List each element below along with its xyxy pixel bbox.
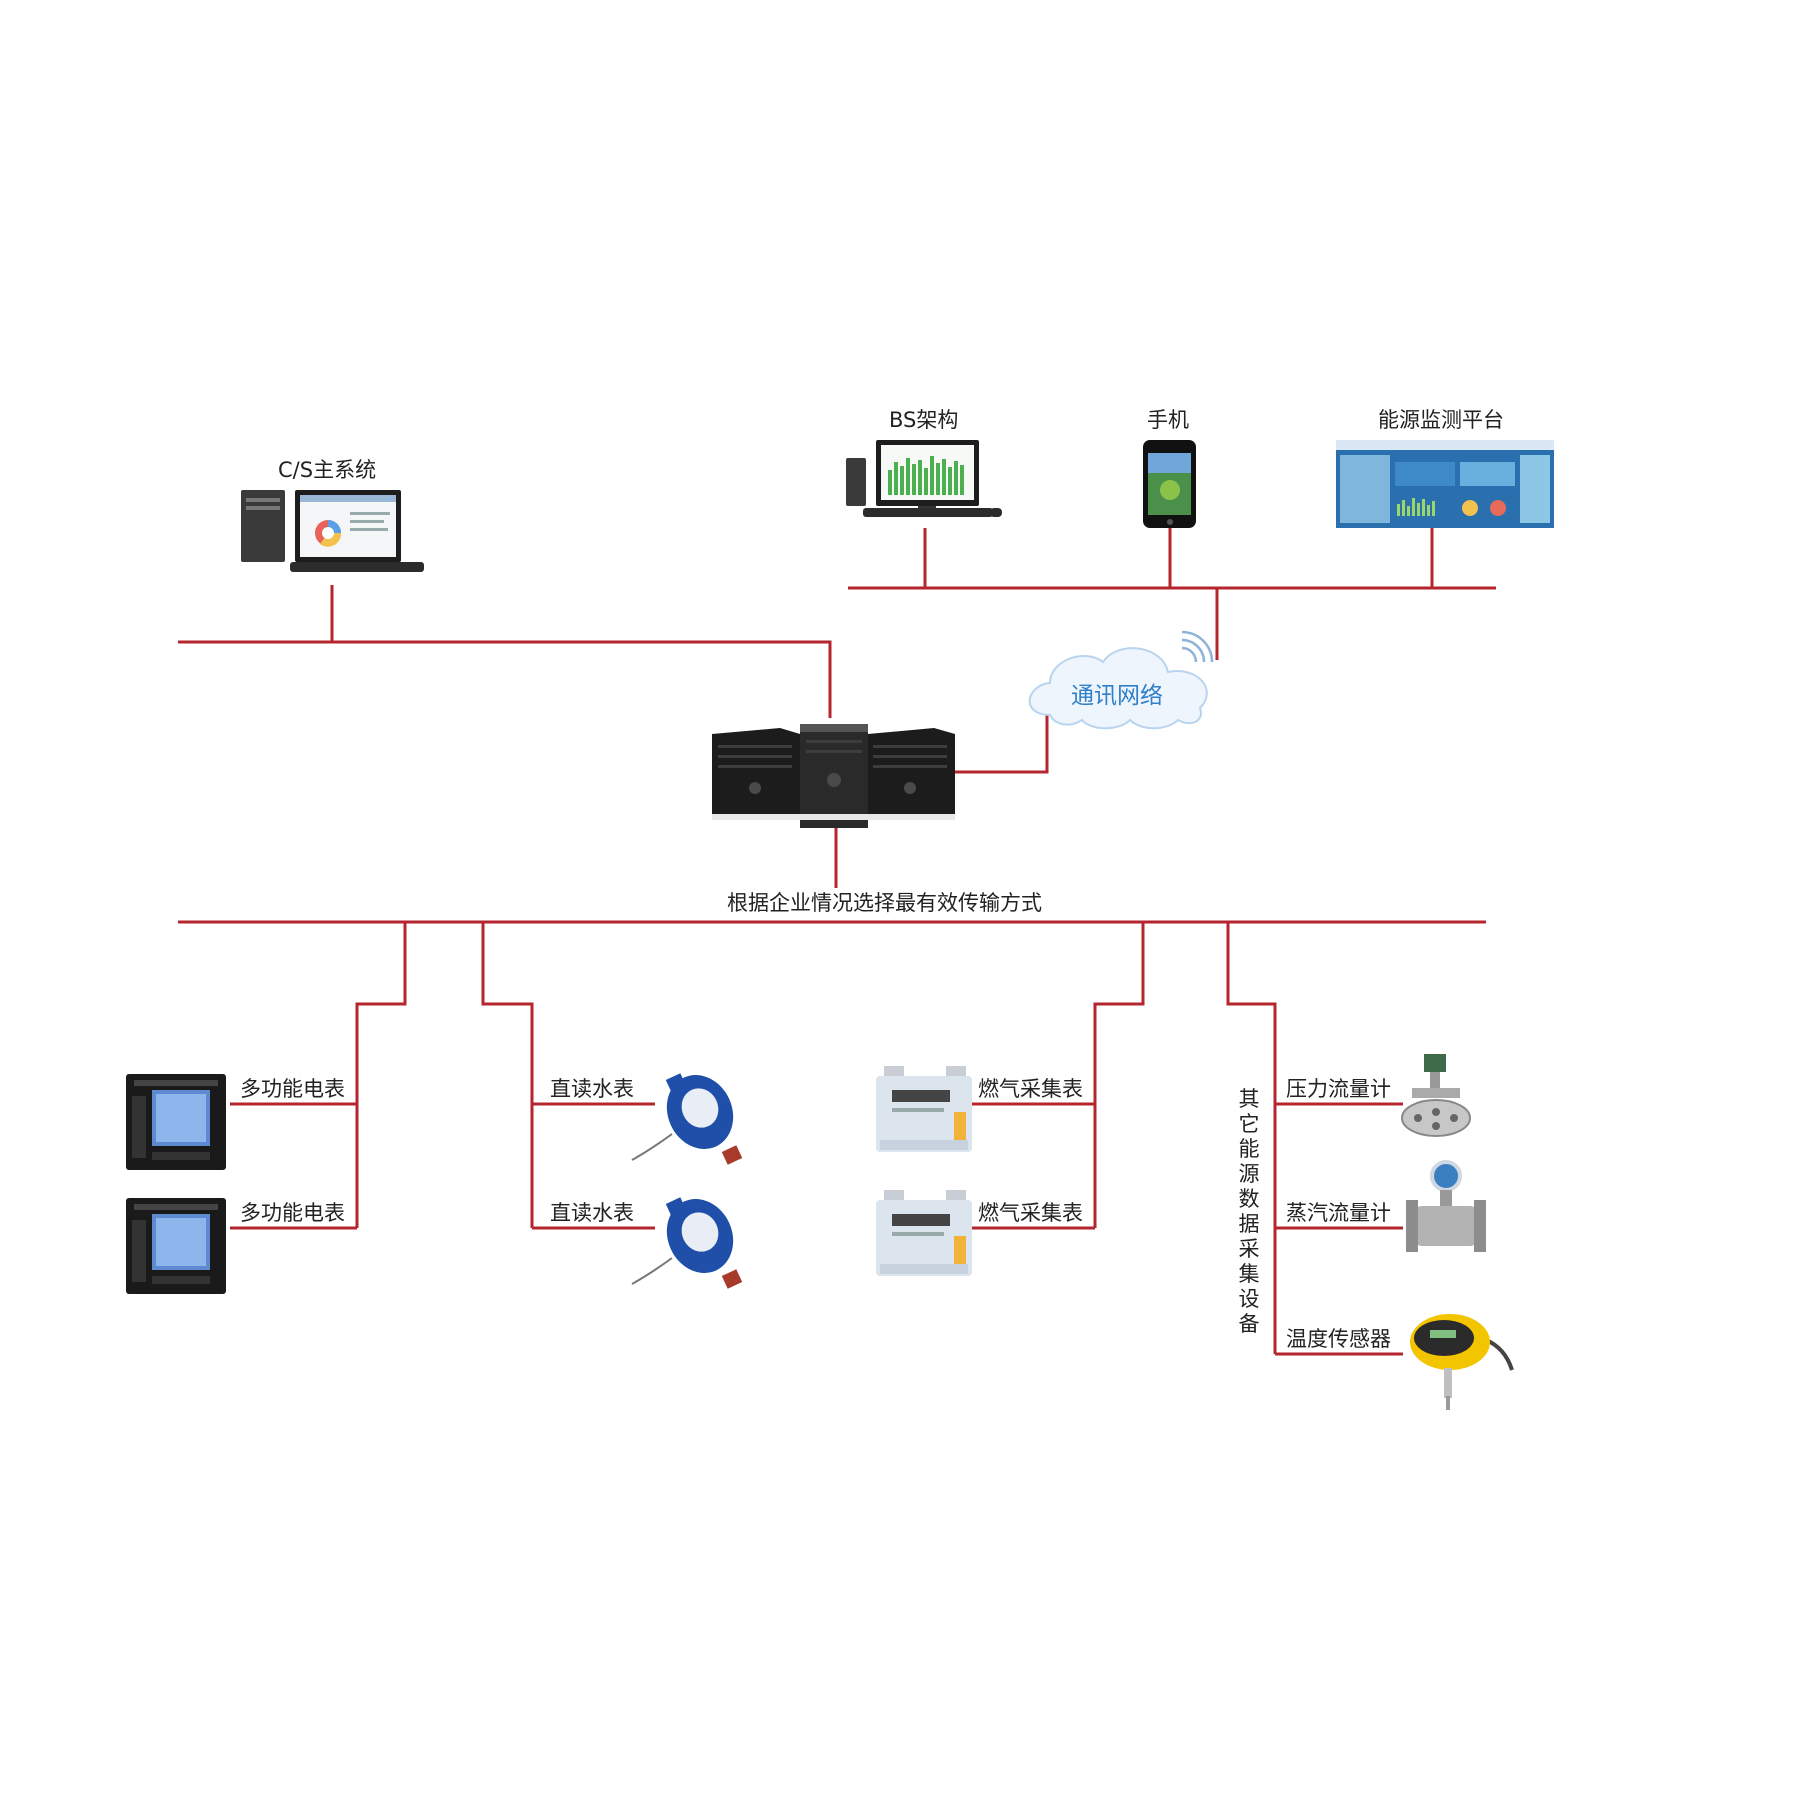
dashboard-screen-icon (1336, 440, 1554, 528)
water-meter-icon (631, 1197, 743, 1289)
temperature-sensor-icon (1410, 1314, 1514, 1410)
gas-1-label: 燃气采集表 (978, 1077, 1083, 1101)
pressure-flowmeter-icon (1401, 1054, 1471, 1137)
cs-system-label: C/S主系统 (278, 458, 377, 482)
platform-label: 能源监测平台 (1378, 408, 1504, 432)
water-meter-icon (631, 1073, 743, 1165)
temperature-label: 温度传感器 (1286, 1327, 1391, 1351)
steam-label: 蒸汽流量计 (1286, 1201, 1391, 1225)
gas-branch (1093, 922, 1145, 1228)
power-meter-icon (126, 1198, 226, 1294)
bs-arch-label: BS架构 (889, 408, 959, 432)
water-branch (481, 922, 534, 1228)
gas-2-label: 燃气采集表 (978, 1201, 1083, 1225)
pressure-label: 压力流量计 (1286, 1077, 1391, 1101)
water-2-label: 直读水表 (550, 1201, 634, 1225)
meter-branch (355, 922, 407, 1228)
power-meter-icon (126, 1074, 226, 1170)
phone-label: 手机 (1147, 408, 1189, 432)
bus-caption: 根据企业情况选择最有效传输方式 (727, 891, 1042, 915)
other-devices-vertical-label: 其它能源数据采集设备 (1238, 1087, 1260, 1336)
other-branch (1226, 922, 1277, 1354)
connection-lines (178, 528, 1496, 1356)
meter-2-label: 多功能电表 (240, 1201, 345, 1225)
gas-meter-icon (876, 1190, 972, 1276)
meter-1-label: 多功能电表 (240, 1077, 345, 1101)
wifi-signal-icon (1181, 630, 1214, 663)
cs-line (178, 640, 832, 718)
cloud-icon (1028, 647, 1208, 730)
server-rack-icon (712, 724, 955, 828)
steam-flowmeter-icon (1406, 1160, 1486, 1252)
gas-meter-icon (876, 1066, 972, 1152)
monitor-bar-chart-icon (846, 440, 1002, 517)
desktop-pc-icon (241, 490, 424, 572)
water-1-label: 直读水表 (550, 1077, 634, 1101)
cloud-label: 通讯网络 (1071, 683, 1163, 709)
smartphone-icon (1143, 440, 1196, 528)
server-to-cloud (955, 715, 1049, 774)
